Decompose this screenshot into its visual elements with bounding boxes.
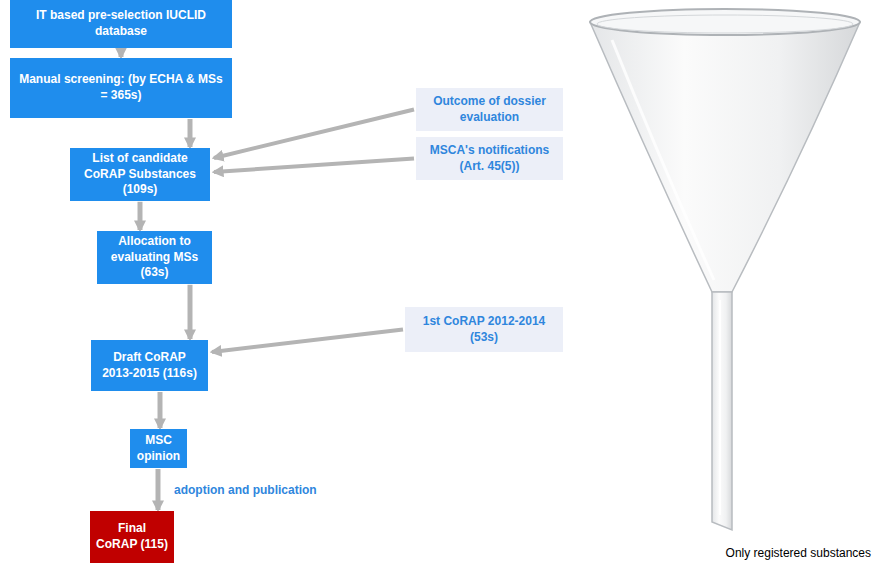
flow-arrow [188,285,193,339]
flow-arrow [188,119,193,147]
process-box: Manual screening: (by ECHA & MSs = 365s) [10,58,232,118]
edge-label: adoption and publication [172,483,319,497]
node-text: 1st CoRAP 2012-2014 (53s) [411,314,557,345]
node-text: Final CoRAP (115) [96,521,168,552]
node-text: IT based pre-selection IUCLID database [16,8,226,39]
result-box: Final CoRAP (115) [90,511,174,563]
process-box: MSC opinion [130,429,187,468]
flow-arrow [212,330,403,353]
process-box: Draft CoRAP 2013-2015 (116s) [91,340,208,391]
flow-arrow [158,392,163,428]
process-box: List of candidate CoRAP Substances (109s… [70,148,210,201]
node-text: Manual screening: (by ECHA & MSs = 365s) [16,72,226,103]
node-text: Outcome of dossier evaluation [422,94,557,125]
node-text: Allocation to evaluating MSs (63s) [103,234,206,281]
input-box: 1st CoRAP 2012-2014 (53s) [405,307,563,352]
input-box: Outcome of dossier evaluation [416,88,563,131]
node-text: MSCA's notifications (Art. 45(5)) [422,143,557,174]
flow-arrow [119,49,124,57]
flow-arrow [214,159,414,173]
process-box: IT based pre-selection IUCLID database [10,0,232,48]
flow-arrow [138,202,143,230]
node-text: Draft CoRAP 2013-2015 (116s) [97,350,202,381]
flow-arrow [214,110,414,159]
note-text: Only registered substances [726,546,871,560]
flow-arrow [156,469,161,510]
node-text: List of candidate CoRAP Substances (109s… [76,151,204,198]
input-box: MSCA's notifications (Art. 45(5)) [416,137,563,180]
node-text: MSC opinion [136,433,181,464]
process-box: Allocation to evaluating MSs (63s) [97,231,212,284]
